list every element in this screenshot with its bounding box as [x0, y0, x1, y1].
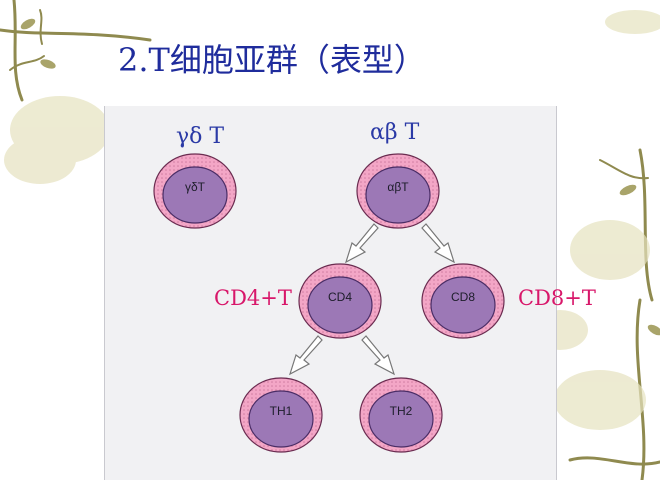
cell-th2: TH2	[358, 376, 444, 454]
label-cd4-t: CD4+T	[214, 286, 292, 310]
slide-title: 2.T细胞亚群（表型）	[118, 41, 426, 79]
cell-label-alpha-beta: αβT	[387, 180, 409, 194]
arrow-ab-to-cd8	[421, 223, 456, 264]
arrow-cd4-to-th2	[361, 335, 396, 376]
cell-label-cd8: CD8	[450, 290, 475, 304]
cell-label-th2: TH2	[389, 404, 413, 418]
label-gamma-delta-t: γδ T	[176, 124, 225, 149]
cell-gamma-delta-t: γδT	[152, 152, 238, 230]
cell-label-cd4: CD4	[327, 290, 352, 304]
cell-th1: TH1	[238, 376, 324, 454]
cell-cd8: CD8	[420, 262, 506, 340]
label-cd8-t: CD8+T	[518, 286, 596, 310]
arrow-ab-to-cd4	[344, 223, 379, 264]
cell-label-gamma-delta: γδT	[184, 180, 205, 194]
arrow-cd4-to-th1	[288, 335, 323, 376]
label-alpha-beta-t: αβ T	[370, 120, 420, 145]
cell-cd4: CD4	[297, 262, 383, 340]
cell-label-th1: TH1	[269, 404, 293, 418]
cell-alpha-beta-t: αβT	[355, 152, 441, 230]
